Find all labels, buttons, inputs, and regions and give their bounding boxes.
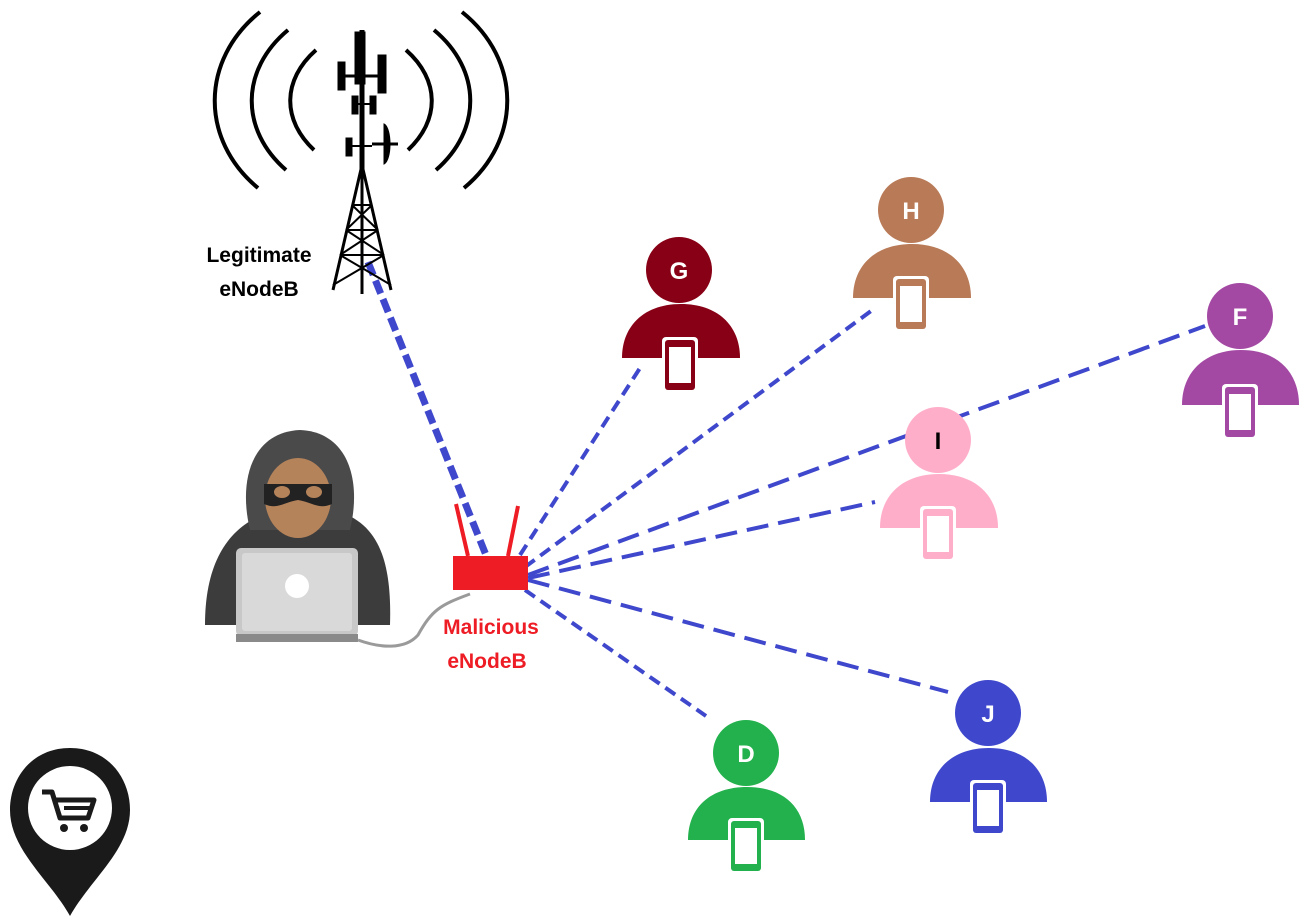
legitimate-label-line2: eNodeB xyxy=(219,278,298,301)
cell-tower-icon xyxy=(212,10,510,294)
user-j-label: J xyxy=(981,701,994,728)
user-i: I xyxy=(880,407,998,562)
malicious-enodeb-label: Malicious eNodeB xyxy=(443,616,539,673)
links xyxy=(364,260,1206,718)
legitimate-enodeb-label: Legitimate eNodeB xyxy=(206,244,311,301)
hooded-hacker-icon xyxy=(205,430,391,642)
link-malicious-to-j xyxy=(527,578,949,694)
user-f: F xyxy=(1182,283,1299,440)
link-malicious-to-d xyxy=(523,588,708,718)
link-malicious-to-i xyxy=(527,500,876,580)
link-malicious-to-f xyxy=(527,324,1206,577)
shopping-cart-location-pin-icon xyxy=(10,748,130,916)
user-h-label: H xyxy=(902,198,919,225)
user-i-label: I xyxy=(935,428,942,455)
user-h: H xyxy=(853,177,971,332)
link-legit-to-malicious xyxy=(364,260,492,562)
user-j: J xyxy=(930,680,1047,836)
legitimate-label-line1: Legitimate xyxy=(206,244,311,267)
laptop-cable xyxy=(357,592,471,648)
user-d: D xyxy=(688,720,805,874)
router-icon xyxy=(453,503,528,590)
user-d-label: D xyxy=(737,741,754,768)
user-f-label: F xyxy=(1233,304,1248,331)
link-malicious-to-h xyxy=(523,306,877,569)
user-g-label: G xyxy=(670,258,689,285)
user-g: G xyxy=(622,237,740,393)
malicious-label-line2: eNodeB xyxy=(447,650,526,673)
malicious-label-line1: Malicious xyxy=(443,616,539,639)
